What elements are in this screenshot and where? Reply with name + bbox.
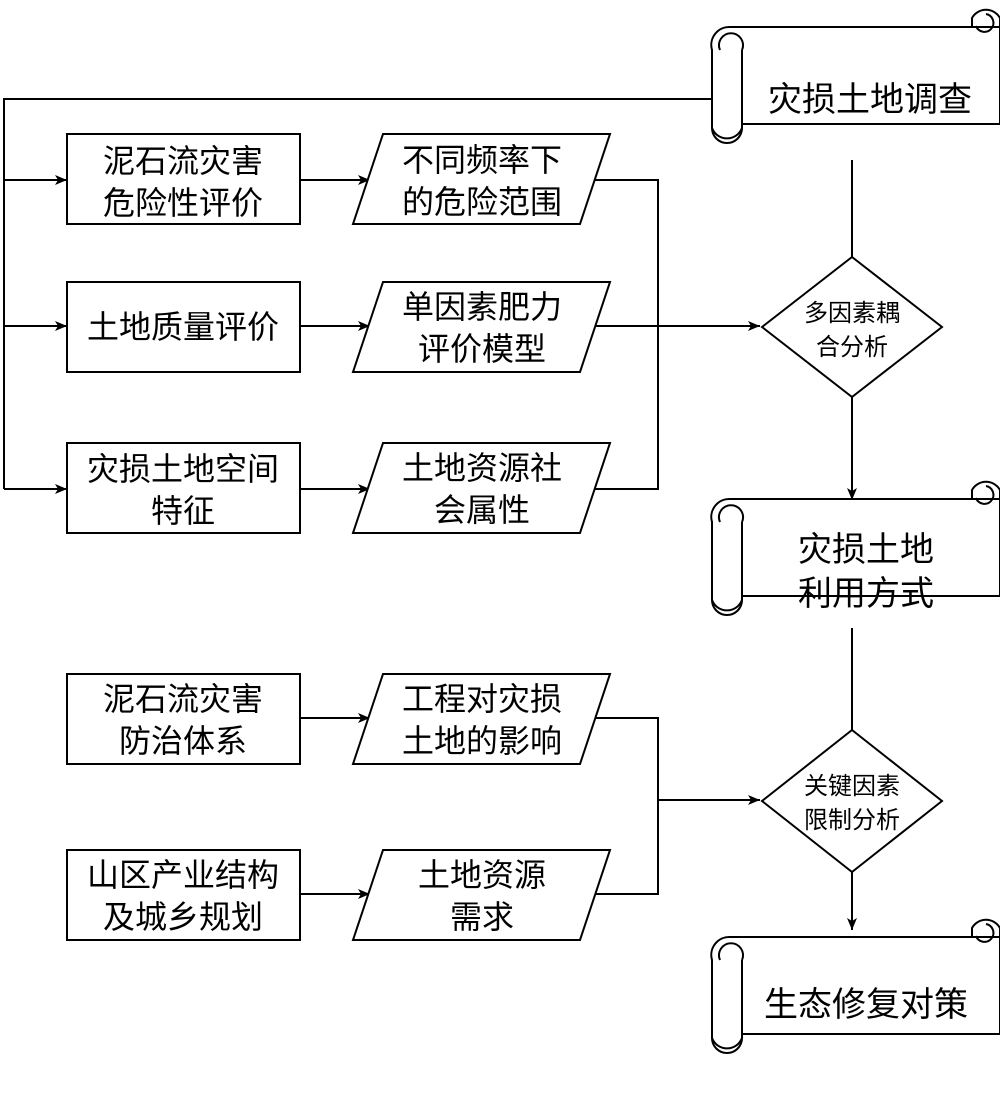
data-risk-range-label-1: 不同频率下	[402, 141, 562, 179]
decision-coupling: 多因素耦 合分析	[760, 255, 944, 399]
process-prevention-label-2: 防治体系	[119, 722, 247, 760]
data-social-label-2: 会属性	[434, 491, 530, 529]
data-risk-range-label-2: 的危险范围	[402, 183, 562, 221]
process-risk-eval-label-2: 危险性评价	[103, 184, 263, 222]
process-spatial-label-2: 特征	[151, 492, 215, 530]
process-risk-eval: 泥石流灾害 危险性评价	[66, 133, 301, 225]
scroll-restoration-label: 生态修复对策	[764, 985, 968, 1025]
scroll-land-use-label-1: 灾损土地	[798, 530, 934, 570]
data-fertility-label-2: 评价模型	[418, 330, 546, 368]
process-spatial-label-1: 灾损土地空间	[87, 450, 279, 488]
data-demand: 土地资源 需求	[351, 849, 612, 941]
process-industry-label-1: 山区产业结构	[87, 856, 279, 894]
data-social-label-1: 土地资源社	[402, 449, 562, 487]
process-prevention-label-1: 泥石流灾害	[103, 680, 263, 718]
data-demand-label-1: 土地资源	[418, 856, 546, 894]
process-risk-eval-label-1: 泥石流灾害	[103, 142, 263, 180]
decision-coupling-label-1: 多因素耦	[804, 299, 900, 327]
data-engineering-label-2: 土地的影响	[402, 722, 562, 760]
connectors	[3, 98, 857, 930]
data-risk-range: 不同频率下 的危险范围	[351, 133, 612, 225]
data-fertility-label-1: 单因素肥力	[402, 288, 562, 326]
data-engineering: 工程对灾损 土地的影响	[351, 673, 612, 765]
scroll-survey-label: 灾损土地调查	[768, 80, 972, 120]
process-quality-eval-label: 土地质量评价	[87, 308, 279, 346]
scroll-survey: 灾损土地调查	[710, 8, 1000, 144]
data-fertility: 单因素肥力 评价模型	[351, 281, 612, 373]
decision-coupling-label-2: 合分析	[816, 333, 888, 361]
scroll-restoration: 生态修复对策	[710, 918, 1000, 1054]
process-prevention: 泥石流灾害 防治体系	[66, 673, 301, 765]
scroll-land-use: 灾损土地 利用方式	[710, 480, 1000, 616]
decision-key-factors: 关键因素 限制分析	[760, 728, 944, 874]
process-spatial: 灾损土地空间 特征	[66, 442, 301, 534]
process-industry: 山区产业结构 及城乡规划	[66, 849, 301, 941]
data-demand-label-2: 需求	[450, 898, 514, 936]
decision-key-factors-label-2: 限制分析	[804, 806, 900, 834]
decision-key-factors-label-1: 关键因素	[804, 772, 900, 800]
scroll-land-use-label-2: 利用方式	[798, 574, 934, 614]
data-engineering-label-1: 工程对灾损	[402, 680, 562, 718]
data-social: 土地资源社 会属性	[351, 442, 612, 534]
process-quality-eval: 土地质量评价	[66, 281, 301, 373]
process-industry-label-2: 及城乡规划	[103, 898, 263, 936]
